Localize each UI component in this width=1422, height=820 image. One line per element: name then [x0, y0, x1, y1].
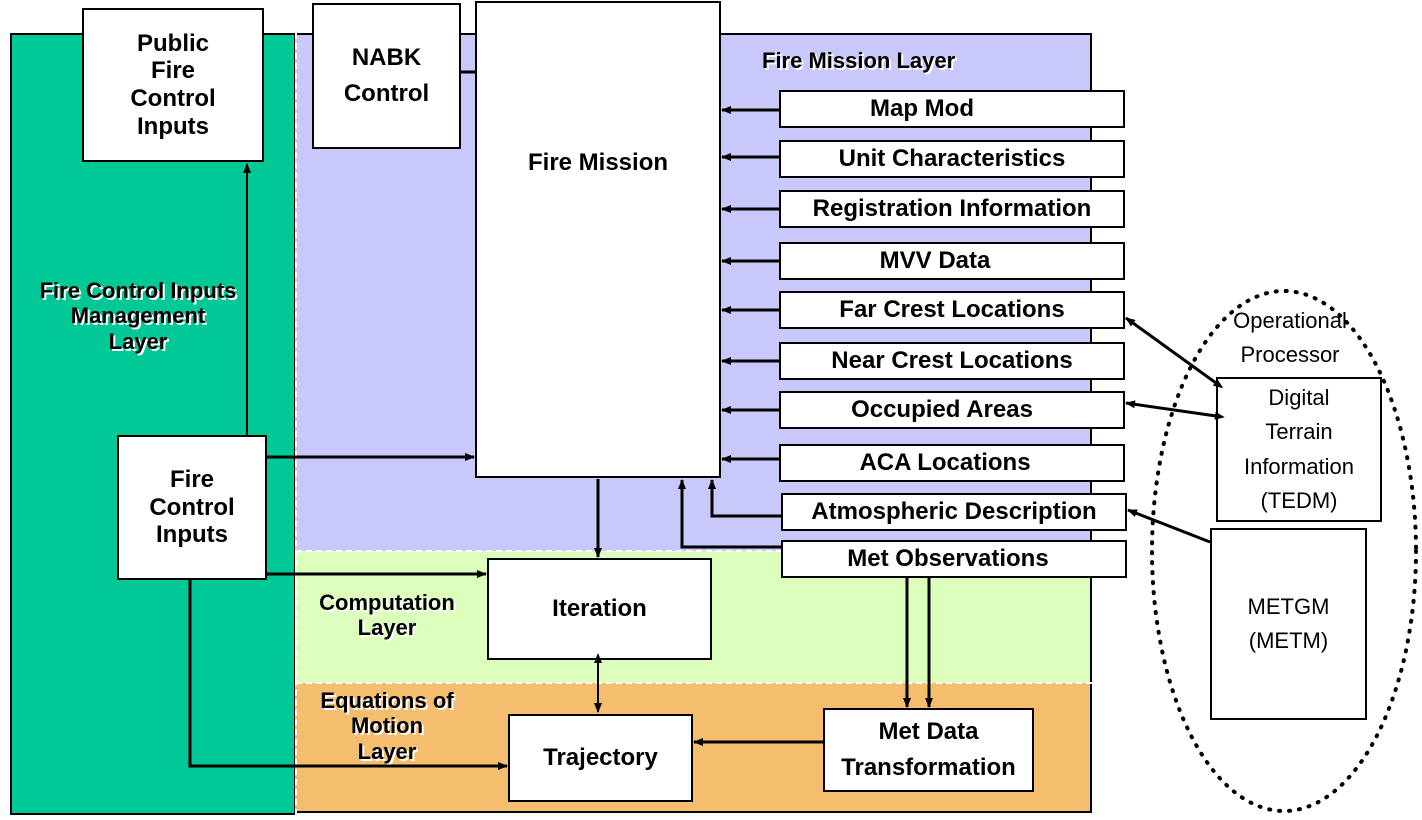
occupied-areas-box: Occupied Areas	[779, 391, 1125, 429]
unit-characteristics-box: Unit Characteristics	[779, 140, 1125, 178]
computation-layer-label: Computation Layer	[319, 590, 455, 641]
terrain-far-crest-arrow	[1125, 316, 1224, 389]
equations-of-motion-layer-label: Equations of Motion Layer	[320, 688, 454, 764]
metgm-box: METGM (METM)	[1210, 528, 1367, 720]
terrain-occupied-areas-arrow	[1125, 400, 1225, 420]
aca-locations-label: ACA Locations	[859, 449, 1031, 477]
metgm-to-atmospheric-arrow	[1127, 508, 1211, 544]
mvv-data-label: MVV Data	[879, 247, 991, 275]
registration-information-label: Registration Information	[812, 195, 1092, 223]
mvv-data-box: MVV Data	[779, 242, 1125, 280]
far-crest-locations-box: Far Crest Locations	[779, 291, 1125, 329]
public-fire-control-inputs-box: Public Fire Control Inputs	[82, 8, 264, 162]
atmospheric-description-label: Atmospheric Description	[811, 498, 1097, 526]
operational-processor-label: Operational Processor	[1233, 308, 1347, 368]
fire-control-inputs-box: Fire Control Inputs	[117, 435, 267, 580]
near-crest-locations-box: Near Crest Locations	[779, 342, 1125, 380]
layer-separator-computation	[296, 550, 1092, 552]
registration-information-box: Registration Information	[779, 190, 1125, 228]
trajectory-label: Trajectory	[543, 744, 658, 772]
nabk-control-box: NABK Control	[312, 3, 461, 149]
map-mod-label: Map Mod	[870, 95, 974, 123]
atmospheric-description-arrow	[708, 479, 781, 518]
aca-locations-box: ACA Locations	[779, 444, 1125, 482]
map-mod-box: Map Mod	[779, 90, 1125, 128]
operational-processor-boundary	[1150, 289, 1418, 813]
nabk-control-label: NABK Control	[343, 44, 430, 107]
layer-separator-equations	[296, 682, 1092, 684]
fire-mission-label: Fire Mission	[527, 149, 669, 176]
met-data-transformation-box: Met Data Transformation	[823, 708, 1034, 792]
met-observations-box: Met Observations	[781, 540, 1127, 578]
near-crest-locations-label: Near Crest Locations	[831, 347, 1073, 375]
fire-control-inputs-management-layer-label: Fire Control Inputs Management Layer	[39, 278, 237, 354]
layer-separator-vertical	[295, 33, 297, 815]
public-fire-control-inputs-label: Public Fire Control Inputs	[130, 29, 216, 140]
metgm-label: METGM (METM)	[1247, 593, 1330, 653]
fire-control-inputs-label: Fire Control Inputs	[149, 466, 235, 549]
met-observations-arrow	[678, 479, 781, 549]
met-observations-label: Met Observations	[847, 545, 1049, 573]
digital-terrain-information-label: Digital Terrain Information (TEDM)	[1243, 385, 1355, 513]
met-data-transformation-label: Met Data Transformation	[841, 718, 1016, 781]
occupied-areas-label: Occupied Areas	[851, 396, 1033, 424]
unit-characteristics-label: Unit Characteristics	[838, 145, 1066, 173]
fire-mission-layer-label: Fire Mission Layer	[762, 48, 956, 73]
far-crest-locations-label: Far Crest Locations	[839, 296, 1065, 324]
fire-control-to-trajectory-arrow	[188, 580, 508, 770]
atmospheric-description-box: Atmospheric Description	[781, 493, 1127, 531]
iteration-label: Iteration	[552, 595, 647, 623]
digital-terrain-information-box: Digital Terrain Information (TEDM)	[1216, 377, 1382, 522]
fire-mission-box: Fire Mission	[475, 1, 721, 478]
trajectory-box: Trajectory	[508, 714, 693, 802]
